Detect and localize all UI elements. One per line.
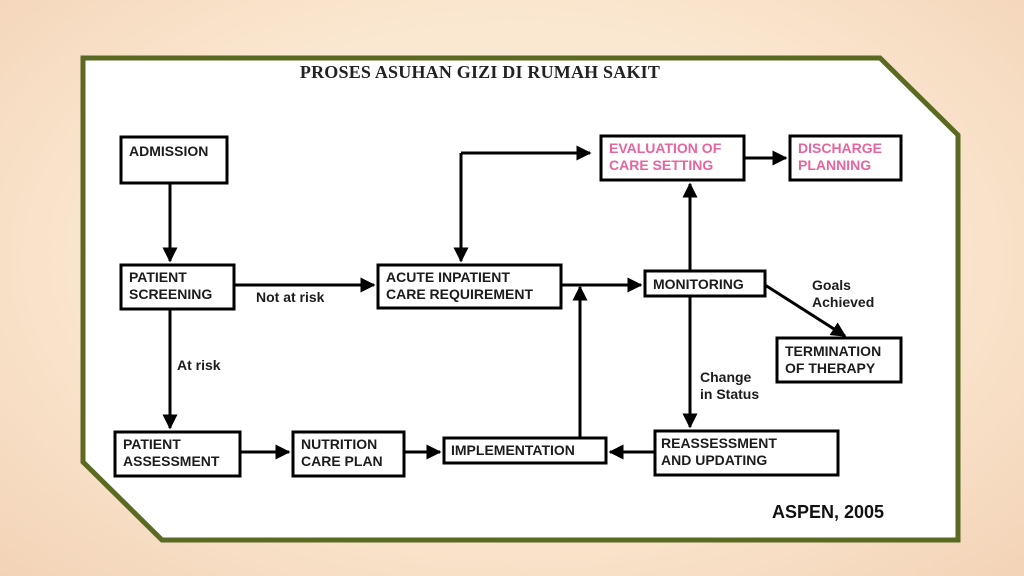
implementation-box <box>442 436 608 465</box>
nutrition-care-plan-label: NUTRITION CARE PLAN <box>301 436 383 469</box>
edge-label-at-risk: At risk <box>177 357 221 373</box>
monitoring-box <box>643 269 767 298</box>
patient-assessment-box <box>113 430 242 478</box>
implementation-label: IMPLEMENTATION <box>451 442 575 458</box>
termination-label: TERMINATION OF THERAPY <box>785 343 882 376</box>
admission-label: ADMISSION <box>129 143 209 159</box>
monitoring-label: MONITORING <box>653 276 744 292</box>
discharge-label: DISCHARGE PLANNING <box>798 140 883 173</box>
nutrition-care-plan-box <box>291 430 406 478</box>
edge-label-not-at-risk: Not at risk <box>256 289 325 305</box>
edge-label-goals-achieved: Goals Achieved <box>812 277 875 310</box>
termination-box <box>775 336 903 384</box>
acute-inpatient-label: ACUTE INPATIENT CARE REQUIREMENT <box>386 269 534 302</box>
patient-assessment-label: PATIENT ASSESSMENT <box>123 436 220 469</box>
patient-screening-box <box>119 263 236 311</box>
admission-box <box>119 135 229 185</box>
evaluation-label: EVALUATION OF CARE SETTING <box>609 140 722 173</box>
patient-screening-label: PATIENT SCREENING <box>129 269 213 302</box>
source-credit: ASPEN, 2005 <box>772 502 885 522</box>
arrows <box>162 145 847 460</box>
diagram-title: PROSES ASUHAN GIZI DI RUMAH SAKIT <box>299 62 661 82</box>
arrow-monitoring-to-termination <box>764 283 847 338</box>
discharge-box <box>788 134 903 182</box>
reassessment-label: REASSESSMENT AND UPDATING <box>661 435 777 468</box>
edge-label-change-in-status: Change in Status <box>700 369 760 402</box>
